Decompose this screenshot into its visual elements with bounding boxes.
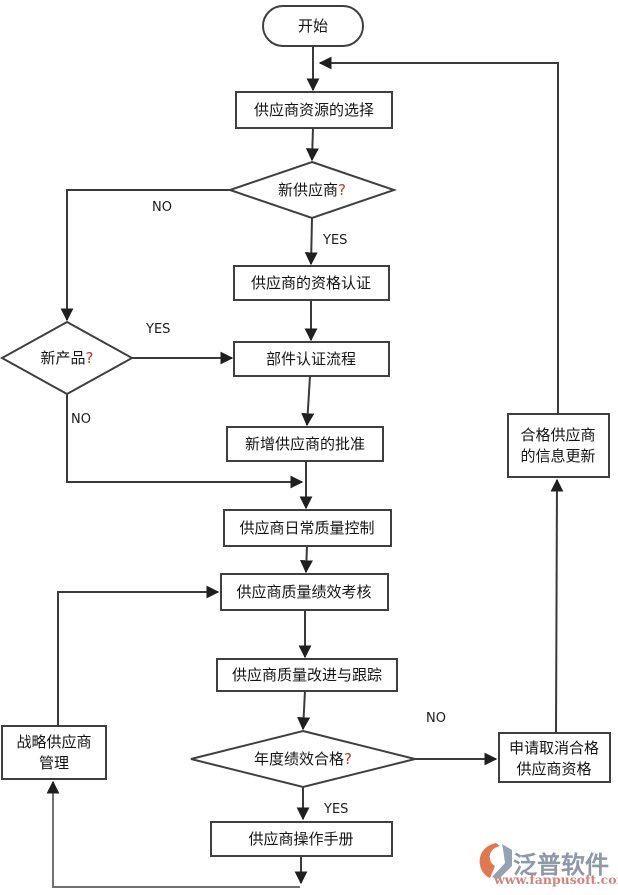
edge-new-supplier-no — [60, 189, 230, 322]
node-new-product-label: 新产品? — [41, 349, 94, 367]
edge-info-update-feedback — [318, 56, 559, 414]
node-qualification-label: 供应商的资格认证 — [251, 274, 371, 292]
edge-loop-to-strategic — [46, 780, 300, 888]
new-supplier-qmark: ? — [338, 181, 346, 199]
node-manual — [210, 821, 393, 857]
node-daily-qc — [223, 509, 392, 547]
node-improve-track-label: 供应商质量改进与跟踪 — [232, 666, 382, 684]
node-annual-perf-decision — [190, 729, 416, 789]
new-product-text: 新产品 — [41, 349, 86, 367]
label-new-product-no: NO — [71, 412, 91, 427]
label-new-supplier-no: NO — [152, 200, 172, 215]
edge-new-supplier-yes — [304, 217, 318, 266]
node-info-update — [507, 413, 610, 478]
node-strategic — [1, 725, 107, 780]
label-annual-no: NO — [426, 711, 446, 726]
node-strategic-line1: 战略供应商 — [16, 733, 91, 751]
fanpu-watermark: 泛普软件 www.fanpusoft.com — [479, 843, 618, 887]
watermark-brand-text: 泛普软件 — [513, 851, 609, 879]
edge-component-cert-to-approval — [301, 375, 315, 427]
label-annual-yes: YES — [323, 802, 348, 817]
node-qualification — [233, 265, 390, 301]
node-perf-assess — [220, 573, 389, 611]
fanpu-logo-icon-gray — [492, 844, 512, 879]
annual-perf-text: 年度绩效合格 — [254, 750, 344, 768]
edge-cancel-to-info-update — [550, 478, 564, 734]
new-product-qmark: ? — [86, 349, 94, 367]
new-supplier-text: 新供应商 — [278, 181, 338, 199]
edge-strategic-to-perf-assess — [57, 585, 220, 726]
node-resource-select-label: 供应商资源的选择 — [254, 101, 374, 119]
node-component-cert-label: 部件认证流程 — [266, 350, 356, 368]
node-daily-qc-label: 供应商日常质量控制 — [239, 519, 374, 537]
node-new-supplier-decision — [226, 160, 398, 220]
fanpu-logo-icon — [479, 843, 500, 878]
node-manual-label: 供应商操作手册 — [248, 830, 353, 848]
edge-new-product-no — [66, 394, 304, 489]
node-approval-label: 新增供应商的批准 — [245, 435, 365, 453]
edge-daily-qc-to-perf-assess — [299, 545, 313, 574]
node-strategic-line2: 管理 — [39, 754, 69, 772]
annual-perf-qmark: ? — [344, 750, 352, 768]
node-start — [262, 5, 364, 47]
node-cancel-qual-line1: 申请取消合格 — [509, 739, 599, 757]
node-component-cert — [233, 341, 390, 377]
node-start-label: 开始 — [298, 17, 328, 35]
node-new-supplier-label: 新供应商? — [278, 181, 346, 199]
label-new-product-yes: YES — [145, 322, 170, 337]
node-cancel-qual — [498, 732, 611, 783]
node-resource-select — [235, 91, 393, 129]
edge-resource-select-to-new-supplier — [305, 127, 319, 162]
node-improve-track — [216, 658, 398, 692]
node-info-update-line1: 合格供应商 — [520, 426, 595, 444]
node-annual-perf-label: 年度绩效合格? — [254, 750, 352, 768]
node-approval — [226, 426, 384, 462]
edge-improve-track-to-annual-perf — [297, 690, 311, 731]
node-new-product-decision — [0, 320, 135, 396]
watermark-url-text: www.fanpusoft.com — [493, 872, 618, 887]
node-info-update-line2: 的信息更新 — [520, 447, 595, 465]
node-perf-assess-label: 供应商质量绩效考核 — [236, 583, 371, 601]
node-cancel-qual-line2: 供应商资格 — [516, 760, 591, 778]
label-new-supplier-yes: YES — [322, 233, 347, 248]
